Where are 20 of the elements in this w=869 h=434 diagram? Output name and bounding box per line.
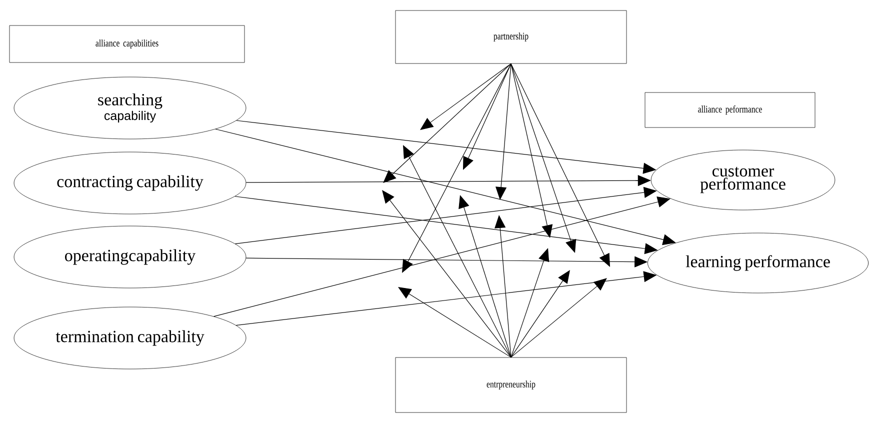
arrow bbox=[403, 145, 512, 358]
arrow bbox=[510, 278, 607, 358]
arrow bbox=[510, 63, 553, 238]
moderator-box: entrpreneurship bbox=[395, 357, 627, 413]
arrow bbox=[510, 63, 610, 267]
arrow bbox=[402, 63, 512, 273]
group-heading-box: alliance capabilities bbox=[9, 25, 245, 63]
arrow bbox=[458, 195, 512, 358]
arrow bbox=[510, 270, 570, 358]
arrow bbox=[496, 63, 512, 200]
arrow bbox=[420, 63, 512, 130]
arrow bbox=[510, 63, 576, 253]
moderator-box: partnership bbox=[395, 10, 627, 64]
arrow bbox=[234, 186, 657, 244]
arrow bbox=[383, 63, 512, 183]
arrow bbox=[510, 248, 550, 358]
arrow bbox=[398, 287, 512, 358]
arrow bbox=[494, 215, 512, 358]
group-heading-box: alliance peformance bbox=[644, 92, 816, 128]
arrow bbox=[382, 190, 512, 358]
